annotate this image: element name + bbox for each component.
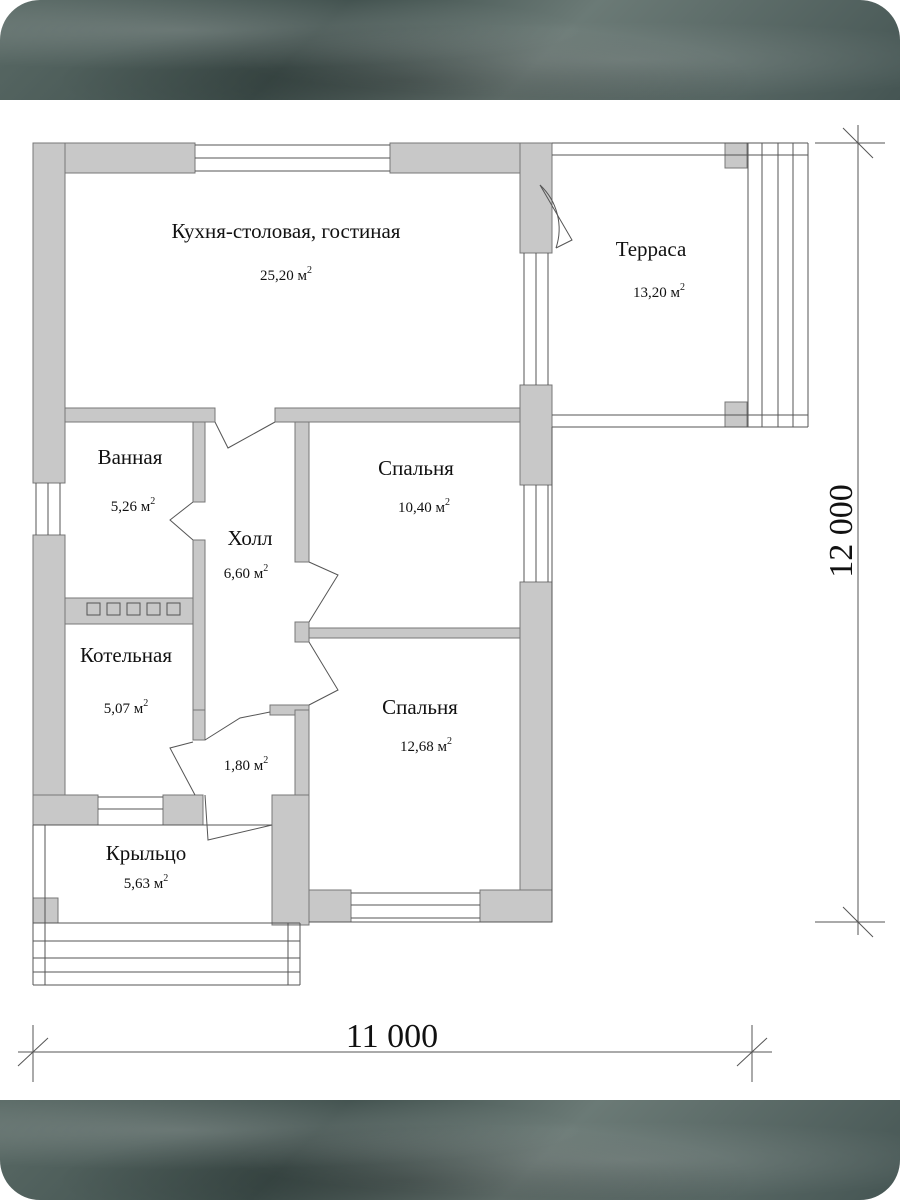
hall-name: Холл xyxy=(227,526,272,550)
walls xyxy=(32,142,748,926)
terrace-area: 13,20 м2 xyxy=(633,282,685,301)
kitchen-area: 25,20 м2 xyxy=(260,265,312,284)
dimension-lines xyxy=(17,125,885,1082)
bedroom1-name: Спальня xyxy=(378,456,454,480)
width-dimension: 11 000 xyxy=(346,1018,438,1055)
boiler-name: Котельная xyxy=(80,643,172,667)
porch-area: 5,63 м2 xyxy=(124,873,169,892)
ventilation-block xyxy=(86,602,181,616)
bedroom2-area: 12,68 м2 xyxy=(400,736,452,755)
boiler-area: 5,07 м2 xyxy=(104,698,149,717)
bathroom-name: Ванная xyxy=(98,445,163,469)
vestibule-area: 1,80 м2 xyxy=(224,755,269,774)
top-stone-band xyxy=(0,0,900,100)
thin-lines xyxy=(32,142,809,986)
bedroom1-area: 10,40 м2 xyxy=(398,497,450,516)
terrace-name: Терраса xyxy=(616,237,687,261)
porch-name: Крыльцо xyxy=(106,841,186,865)
room-labels: Кухня-столовая, гостиная 25,20 м2 Террас… xyxy=(80,219,687,892)
height-dimension: 12 000 xyxy=(823,484,860,578)
kitchen-name: Кухня-столовая, гостиная xyxy=(172,219,401,243)
hall-area: 6,60 м2 xyxy=(224,563,269,582)
bottom-stone-band xyxy=(0,1100,900,1200)
bathroom-area: 5,26 м2 xyxy=(111,496,156,515)
bedroom2-name: Спальня xyxy=(382,695,458,719)
door-swings xyxy=(169,184,573,841)
